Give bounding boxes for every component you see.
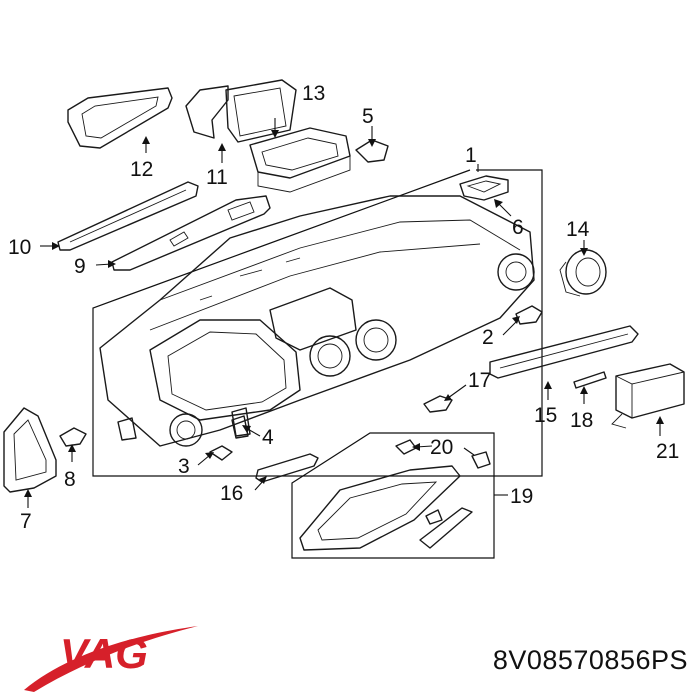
callout-19: 19 xyxy=(510,485,533,508)
part-1-dashboard xyxy=(99,195,535,447)
callout-16: 16 xyxy=(220,482,243,505)
callout-18: 18 xyxy=(570,409,593,432)
assembly-frame-19 xyxy=(291,432,495,559)
part-14-side-vent xyxy=(559,249,607,297)
part-10-trim-inner xyxy=(69,189,187,243)
callout-14: 14 xyxy=(566,218,590,241)
vag-logo-text: VAG xyxy=(60,630,148,677)
part-6-top-vent xyxy=(459,175,509,201)
callout-8: 8 xyxy=(64,468,76,491)
part-2-clip xyxy=(515,305,543,325)
callout-21: 21 xyxy=(656,440,679,463)
callout-2: 2 xyxy=(482,326,494,349)
leader-lines xyxy=(24,118,664,508)
callout-15: 15 xyxy=(534,404,557,427)
part-number: 8V08570856PS xyxy=(492,645,688,675)
callout-1: 1 xyxy=(465,144,477,167)
callout-4: 4 xyxy=(262,426,274,449)
part-7-end-cap xyxy=(3,407,57,493)
part-15-garnish xyxy=(489,325,639,379)
part-13-display-housing xyxy=(249,127,351,193)
callout-7: 7 xyxy=(20,510,32,533)
callout-12: 12 xyxy=(130,158,153,181)
callout-10: 10 xyxy=(8,236,31,259)
part-12-display-bezel xyxy=(67,87,173,149)
part-9-decor-trim xyxy=(111,195,271,271)
part-19-glovebox xyxy=(299,465,473,551)
part-10-trim-strip xyxy=(57,181,199,251)
part-4-bracket xyxy=(231,415,249,439)
part-18-strip xyxy=(573,371,607,389)
part-11-display-unit xyxy=(185,79,297,143)
callout-20: 20 xyxy=(430,436,453,459)
part-17-trim xyxy=(423,395,453,413)
callout-5: 5 xyxy=(362,105,374,128)
vag-logo-swoosh xyxy=(24,626,198,692)
callout-17: 17 xyxy=(468,369,491,392)
callout-13: 13 xyxy=(302,82,325,105)
callout-3: 3 xyxy=(178,455,190,478)
callout-6: 6 xyxy=(512,216,524,239)
part-3-clip xyxy=(209,445,233,461)
callout-labels: 1 2 3 4 5 6 7 8 9 10 11 12 13 14 15 16 1… xyxy=(8,82,679,533)
part-15-garnish-inner xyxy=(499,333,629,369)
callout-9: 9 xyxy=(74,255,86,278)
part-8-clip xyxy=(59,427,87,447)
part-21-airbag xyxy=(611,363,685,429)
assembly-frame-1 xyxy=(92,169,543,477)
vag-logo: VAG xyxy=(24,626,198,692)
callout-11: 11 xyxy=(206,166,228,189)
part-16-lower-panel xyxy=(255,453,319,483)
